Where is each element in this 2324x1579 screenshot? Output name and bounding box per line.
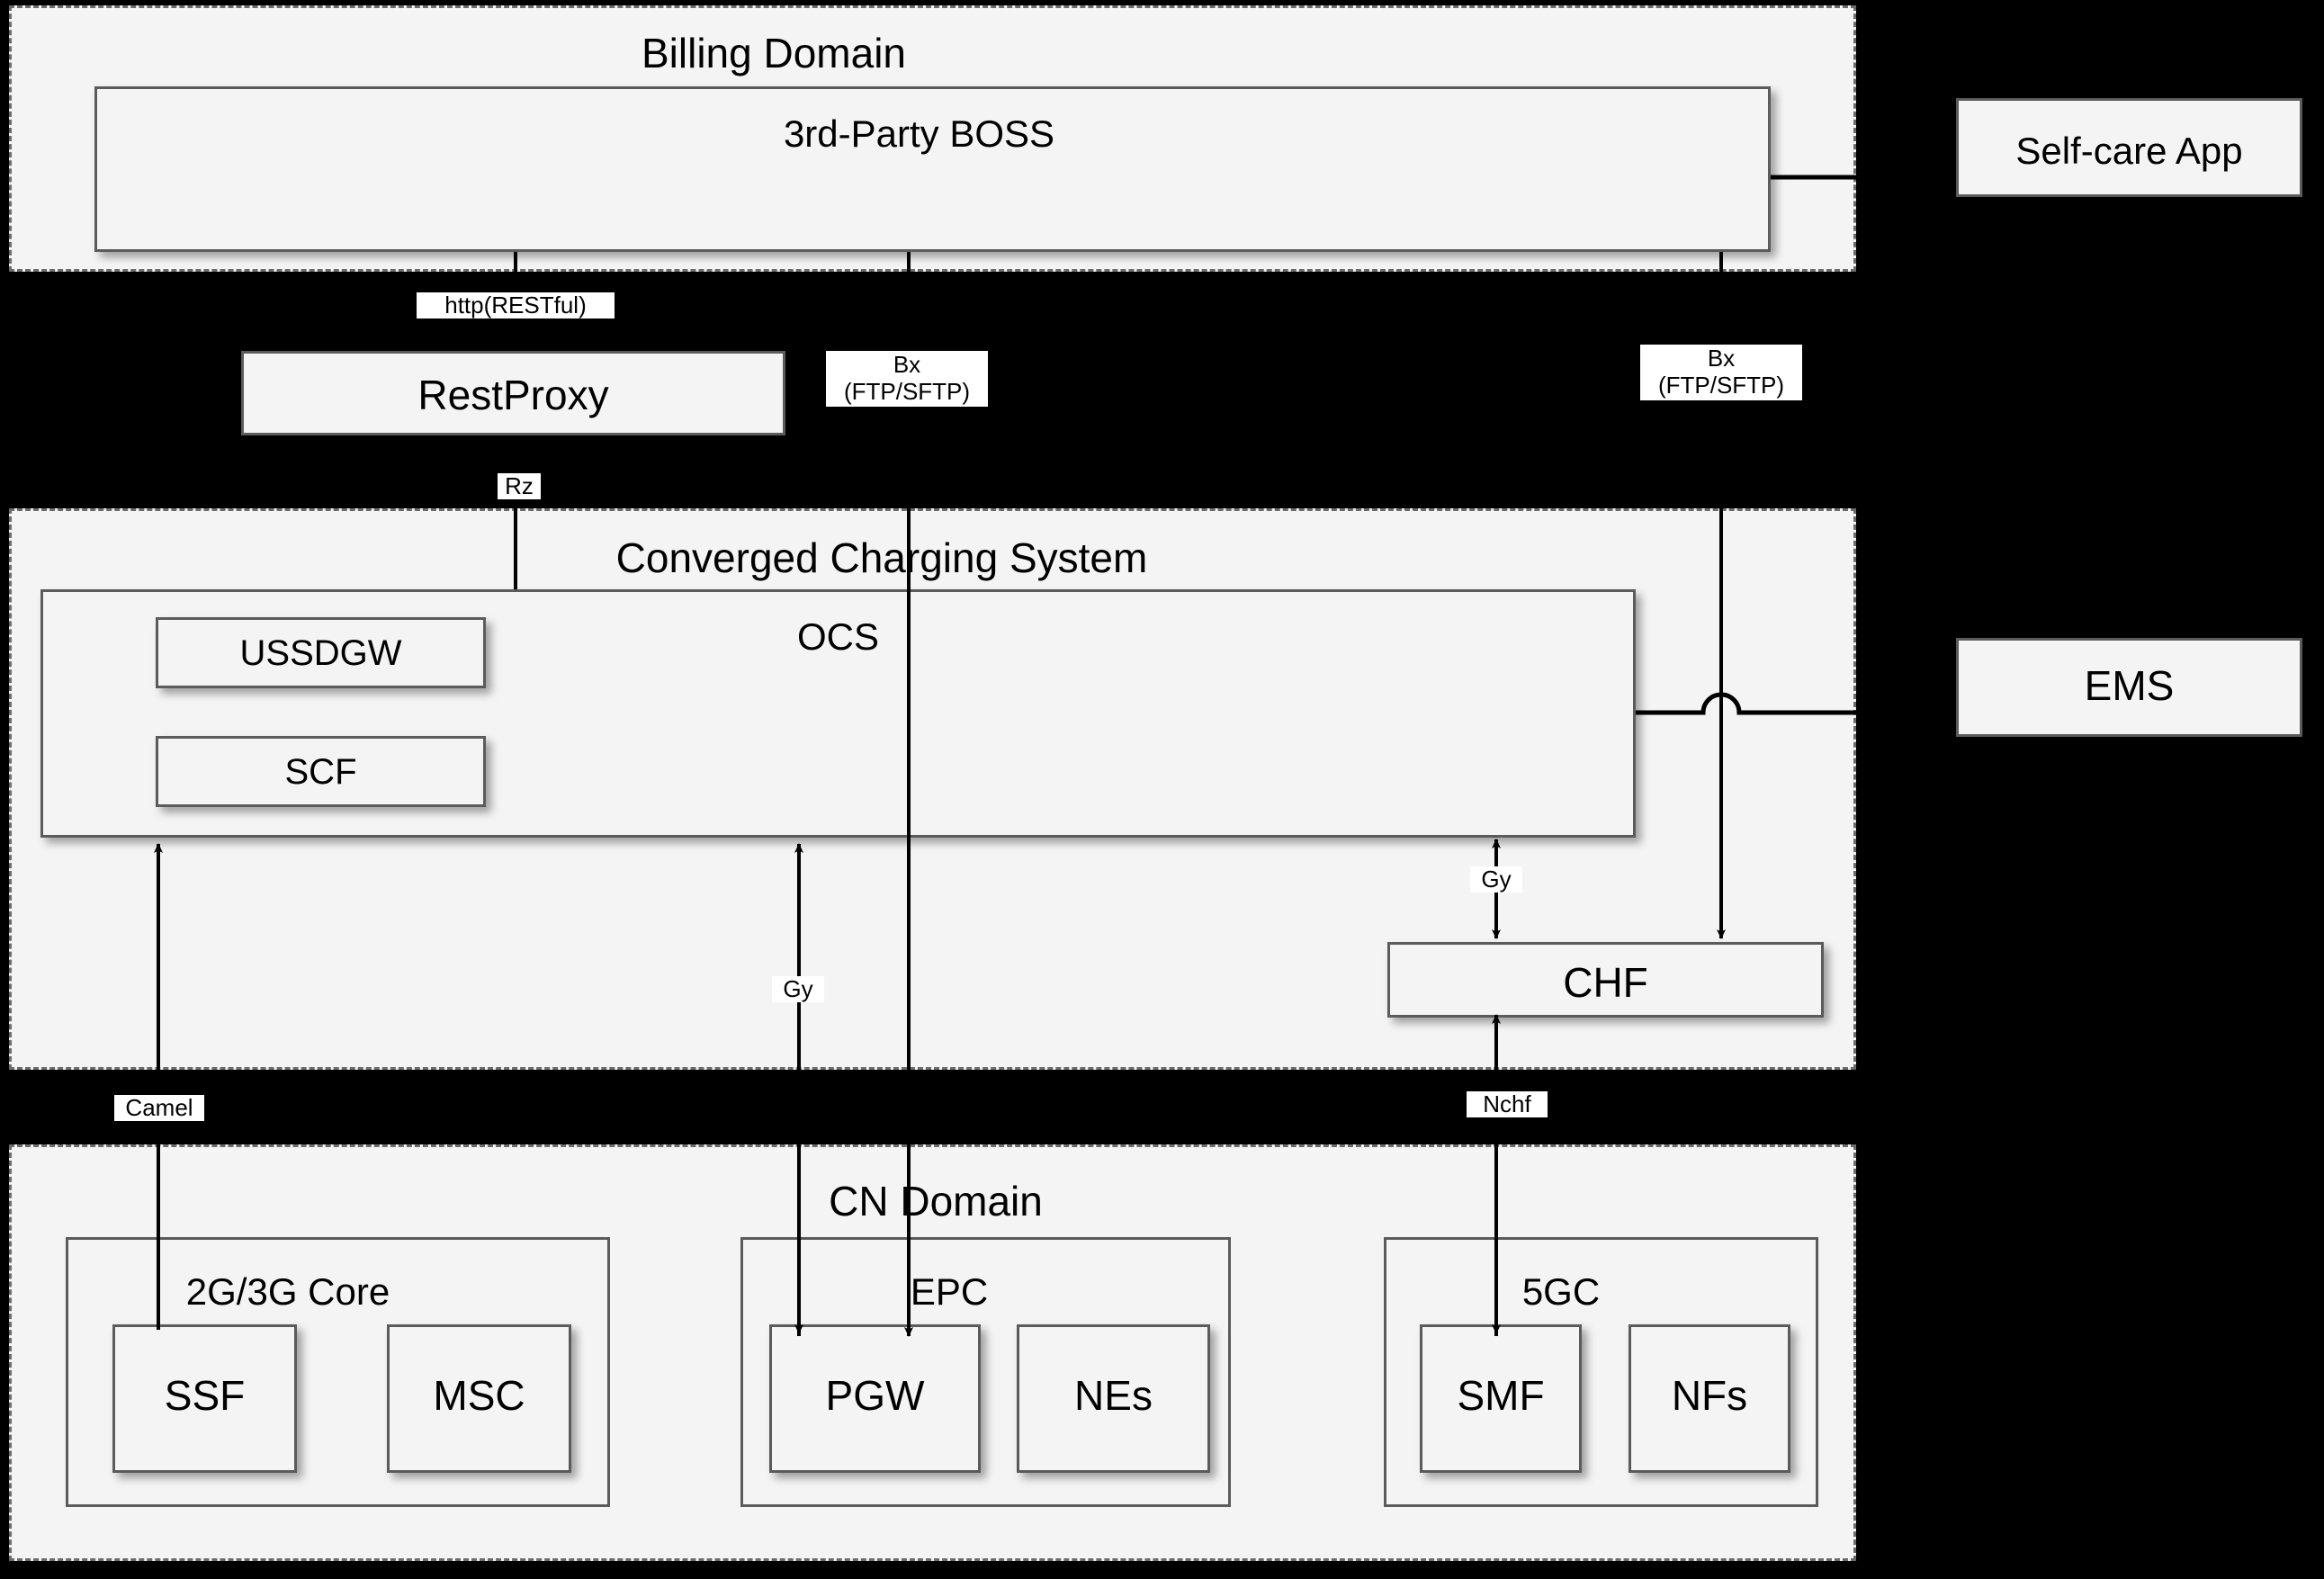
box-ussdgw-label: USSDGW	[239, 633, 402, 673]
edge-label-bx-right: Bx (FTP/SFTP)	[1640, 345, 1802, 400]
box-self-care-app[interactable]	[1956, 98, 2302, 197]
box-ocs-label: OCS	[796, 615, 879, 658]
box-3rd-party-boss-label: 3rd-Party BOSS	[783, 112, 1055, 155]
box-ussdgw[interactable]	[156, 617, 486, 688]
box-chf-label: CHF	[1563, 959, 1648, 1006]
edge-label-bx-left-line1: Bx	[893, 351, 921, 378]
box-pgw[interactable]	[769, 1324, 981, 1473]
edge-label-bx-left-line2: (FTP/SFTP)	[843, 377, 971, 405]
billing-domain-title: Billing Domain	[641, 30, 906, 76]
box-3rd-party-boss[interactable]	[94, 86, 1771, 252]
edge-label-bx-right-line1: Bx	[1707, 345, 1736, 372]
box-msc-label: MSC	[433, 1372, 525, 1419]
box-nfs[interactable]	[1629, 1324, 1790, 1473]
edge-label-bx-right-line2: (FTP/SFTP)	[1657, 371, 1785, 399]
box-nes[interactable]	[1017, 1324, 1210, 1473]
box-scf[interactable]	[156, 736, 486, 807]
edge-label-bx-left: Bx (FTP/SFTP)	[826, 351, 988, 407]
box-chf[interactable]	[1387, 942, 1824, 1018]
group-epc-title: EPC	[910, 1270, 989, 1313]
box-nfs-label: NFs	[1671, 1372, 1748, 1419]
edge-label-camel: Camel	[114, 1095, 204, 1122]
box-pgw-label: PGW	[825, 1372, 925, 1419]
edge-label-gy-chf: Gy	[1470, 866, 1522, 893]
edge-label-nchf: Nchf	[1467, 1091, 1548, 1118]
edge-label-rz: Rz	[498, 473, 541, 500]
box-msc[interactable]	[387, 1324, 571, 1473]
box-ems[interactable]	[1956, 638, 2302, 737]
box-nes-label: NEs	[1074, 1372, 1153, 1419]
box-smf[interactable]	[1420, 1324, 1582, 1473]
box-ssf[interactable]	[112, 1324, 297, 1473]
ccs-title: Converged Charging System	[615, 534, 1148, 581]
box-ssf-label: SSF	[164, 1372, 246, 1419]
box-scf-label: SCF	[284, 752, 357, 792]
edge-label-http-restful: http(RESTful)	[417, 292, 615, 319]
box-restproxy[interactable]	[241, 351, 785, 435]
group-2g3g-core-title: 2G/3G Core	[185, 1270, 390, 1313]
cn-domain-title: CN Domain	[829, 1178, 1043, 1225]
box-self-care-app-label: Self-care App	[2015, 130, 2243, 172]
edge-label-gy-epc: Gy	[772, 976, 824, 1003]
box-ems-label: EMS	[2084, 662, 2175, 709]
box-smf-label: SMF	[1457, 1372, 1545, 1419]
box-restproxy-label: RestProxy	[417, 372, 609, 418]
group-5gc-title: 5GC	[1521, 1270, 1601, 1313]
